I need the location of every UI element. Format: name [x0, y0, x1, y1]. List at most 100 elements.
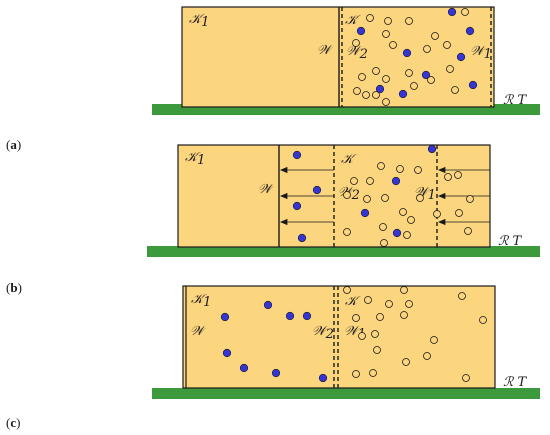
- filled-particle: [220, 312, 230, 322]
- hollow-particle: [403, 231, 411, 239]
- hollow-particle: [362, 91, 370, 99]
- filled-particle: [318, 373, 328, 383]
- filled-particle: [402, 48, 412, 58]
- filled-particle: [456, 52, 466, 62]
- panel-label-b: (b): [6, 280, 22, 295]
- w-label: 𝒲: [190, 324, 207, 339]
- rt-label: ℛ T: [503, 375, 528, 390]
- hollow-particle: [400, 286, 408, 294]
- particles-a: [352, 7, 478, 106]
- hollow-particle: [363, 195, 371, 203]
- hollow-particle: [384, 17, 392, 25]
- hollow-particle: [399, 208, 407, 216]
- hollow-particle: [343, 191, 351, 199]
- hollow-particle: [466, 195, 474, 203]
- hollow-particle: [372, 91, 380, 99]
- hollow-particle: [430, 336, 438, 344]
- w-label: 𝒲: [317, 43, 334, 58]
- hollow-particle: [455, 209, 463, 217]
- hollow-particle: [405, 17, 413, 25]
- w1-label: 𝒲1: [470, 44, 492, 62]
- hollow-particle: [402, 358, 410, 366]
- panel-label-a: (a): [6, 137, 21, 152]
- rt-label: ℛ T: [503, 93, 528, 108]
- panel-label-c: (c): [6, 415, 20, 430]
- arrows-right-to-w1: [437, 166, 490, 226]
- particles-c: [220, 286, 487, 383]
- filled-particle: [447, 7, 457, 17]
- hollow-particle: [343, 228, 351, 236]
- hollow-particle: [444, 173, 452, 181]
- hollow-particle: [352, 39, 360, 47]
- hollow-particle: [464, 227, 472, 235]
- hollow-particle: [389, 41, 397, 49]
- hollow-particle: [427, 76, 435, 84]
- panel-a: 𝒦1 𝒦 𝒲 𝒲2 𝒲1 ℛ T (a): [6, 6, 540, 152]
- filled-particle: [312, 185, 322, 195]
- hollow-particle: [381, 194, 389, 202]
- hollow-particle: [364, 296, 372, 304]
- panel-c: 𝒦1 𝒦 𝒲 𝒲2 𝒲1 ℛ T (c): [6, 285, 540, 430]
- hollow-particle: [423, 45, 431, 53]
- k1-label: 𝒦1: [191, 292, 211, 310]
- hollow-particle: [382, 98, 390, 106]
- hollow-particle: [358, 332, 366, 340]
- hollow-particle: [405, 69, 413, 77]
- filled-particle: [297, 233, 307, 243]
- hollow-particle: [385, 300, 393, 308]
- filled-particle: [398, 89, 408, 99]
- hollow-particle: [451, 86, 459, 94]
- filled-particle: [263, 300, 273, 310]
- k-label: 𝒦: [345, 294, 361, 309]
- hollow-particle: [396, 165, 404, 173]
- filled-particle: [391, 176, 401, 186]
- hollow-particle: [376, 313, 384, 321]
- particles-b: [292, 144, 474, 247]
- hollow-particle: [423, 352, 431, 360]
- hollow-particle: [352, 314, 360, 322]
- hollow-particle: [433, 210, 441, 218]
- hollow-particle: [461, 8, 469, 16]
- hollow-particle: [410, 82, 418, 90]
- w2-label: 𝒲2: [312, 324, 334, 342]
- hollow-particle: [458, 292, 466, 300]
- ground-bar: [152, 388, 540, 399]
- ground-bar: [152, 104, 540, 115]
- filled-particle: [239, 363, 249, 373]
- hollow-particle: [446, 65, 454, 73]
- hollow-particle: [371, 330, 379, 338]
- filled-particle: [271, 368, 281, 378]
- hollow-particle: [379, 223, 387, 231]
- hollow-particle: [366, 14, 374, 22]
- rt-label: ℛ T: [498, 234, 523, 249]
- hollow-particle: [479, 316, 487, 324]
- hollow-particle: [350, 177, 358, 185]
- k1-label: 𝒦1: [189, 12, 209, 30]
- filled-particle: [285, 311, 295, 321]
- hollow-particle: [400, 311, 408, 319]
- hollow-particle: [462, 374, 470, 382]
- w2-label: 𝒲2: [346, 44, 368, 62]
- hollow-particle: [373, 346, 381, 354]
- hollow-particle: [377, 162, 385, 170]
- k-label: 𝒦: [345, 13, 361, 28]
- hollow-particle: [416, 194, 424, 202]
- hollow-particle: [431, 32, 439, 40]
- hollow-particle: [405, 300, 413, 308]
- hollow-particle: [369, 369, 377, 377]
- hollow-particle: [443, 41, 451, 49]
- filled-particle: [222, 348, 232, 358]
- hollow-particle: [414, 166, 422, 174]
- filled-particle: [356, 26, 366, 36]
- filled-particle: [465, 26, 475, 36]
- hollow-particle: [380, 239, 388, 247]
- hollow-particle: [382, 75, 390, 83]
- filled-particle: [292, 201, 302, 211]
- w-label: 𝒲: [258, 182, 275, 197]
- container-box: [181, 6, 495, 108]
- filled-particle: [421, 70, 431, 80]
- hollow-particle: [372, 67, 380, 75]
- hollow-particle: [358, 73, 366, 81]
- filled-particle: [375, 84, 385, 94]
- hollow-particle: [366, 177, 374, 185]
